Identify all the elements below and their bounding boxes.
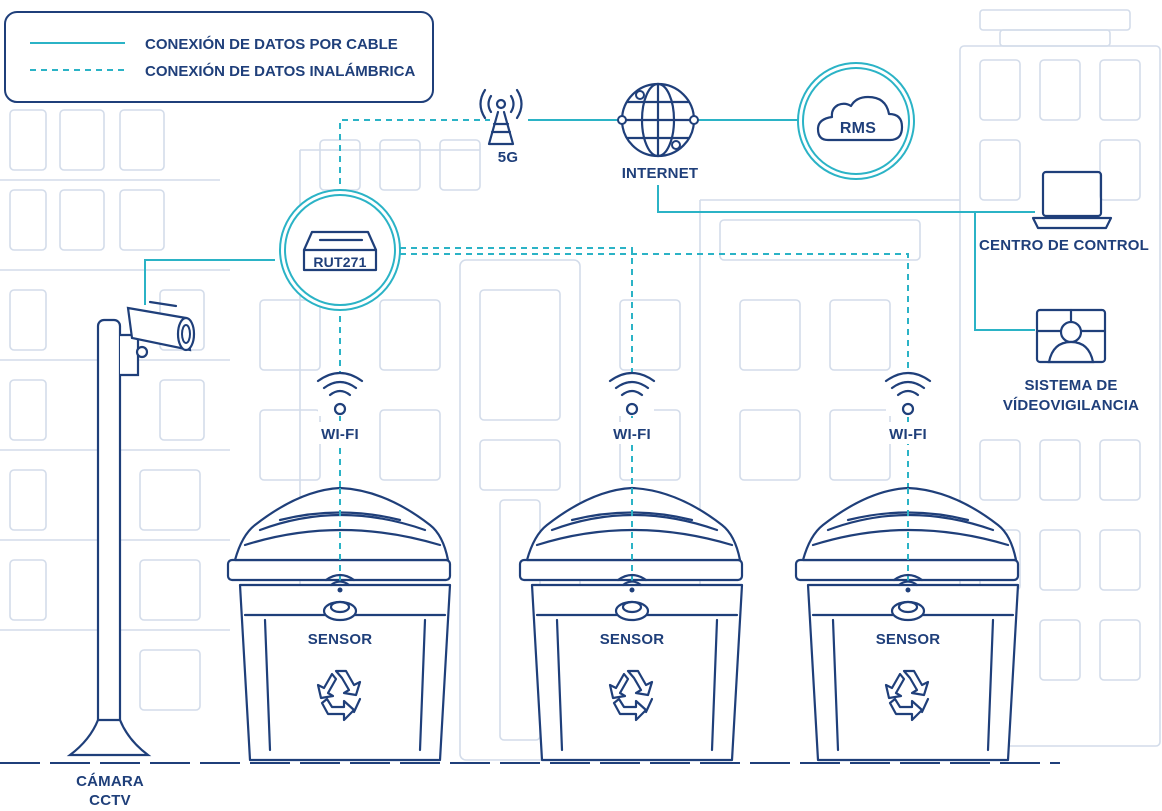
recycle-icon bbox=[316, 669, 362, 722]
link-router-5g bbox=[339, 119, 490, 195]
legend-wired-label: CONEXIÓN DE DATOS POR CABLE bbox=[145, 35, 398, 53]
control-center-label: CENTRO DE CONTROL bbox=[979, 237, 1149, 254]
cloud-icon bbox=[816, 95, 904, 142]
camera-label-2: CCTV bbox=[89, 792, 131, 809]
rms-label: RMS bbox=[840, 120, 876, 137]
recycle-icon bbox=[884, 669, 930, 722]
waste-bin-3: WI-FI SENSOR bbox=[794, 371, 1020, 762]
link-router-camera bbox=[144, 259, 275, 305]
router-node: RUT271 bbox=[279, 189, 401, 311]
wifi-icon bbox=[316, 371, 364, 416]
waste-bins: WI-FI SENSOR WI-FI SENSOR WI-FI SENSOR bbox=[226, 371, 1020, 762]
sensor-label: SENSOR bbox=[308, 631, 373, 648]
globe-icon bbox=[617, 82, 699, 158]
waste-bin-2: WI-FI SENSOR bbox=[518, 371, 744, 762]
cctv-camera-icon bbox=[66, 300, 196, 757]
link-router-bin3 bbox=[400, 253, 909, 580]
sensor-wifi-icon bbox=[324, 573, 356, 593]
sensor-label: SENSOR bbox=[876, 631, 941, 648]
wifi-label: WI-FI bbox=[889, 426, 927, 443]
legend-wireless-label: CONEXIÓN DE DATOS INALÁMBRICA bbox=[145, 62, 415, 80]
sensor-wifi-icon bbox=[616, 573, 648, 593]
internet-label: INTERNET bbox=[622, 165, 699, 182]
wifi-label: WI-FI bbox=[321, 426, 359, 443]
tower-label: 5G bbox=[498, 149, 518, 166]
surveillance-icon bbox=[1035, 308, 1107, 364]
link-router-bin2 bbox=[400, 247, 633, 580]
sensor-wifi-icon bbox=[892, 573, 924, 593]
wifi-label: WI-FI bbox=[613, 426, 651, 443]
video-system-label-1: SISTEMA DE bbox=[1024, 377, 1117, 394]
router-label: RUT271 bbox=[313, 254, 366, 270]
sensor-label: SENSOR bbox=[600, 631, 665, 648]
cell-tower-icon bbox=[479, 88, 523, 146]
sensor-icon bbox=[614, 600, 650, 622]
sensor-icon bbox=[890, 600, 926, 622]
wifi-icon bbox=[608, 371, 656, 416]
legend-box bbox=[4, 11, 434, 103]
link-internet-control bbox=[657, 185, 1035, 213]
laptop-icon bbox=[1031, 170, 1113, 230]
camera-label-1: CÁMARA bbox=[76, 773, 144, 790]
legend: CONEXIÓN DE DATOS POR CABLE CONEXIÓN DE … bbox=[4, 11, 434, 103]
link-internet-video bbox=[974, 212, 1035, 331]
rms-node: RMS bbox=[797, 62, 915, 180]
recycle-icon bbox=[608, 669, 654, 722]
sensor-icon bbox=[322, 600, 358, 622]
video-system-label-2: VÍDEOVIGILANCIA bbox=[1003, 397, 1139, 414]
waste-bin-1: WI-FI SENSOR bbox=[226, 371, 452, 762]
wifi-icon bbox=[884, 371, 932, 416]
router-icon bbox=[302, 230, 378, 272]
